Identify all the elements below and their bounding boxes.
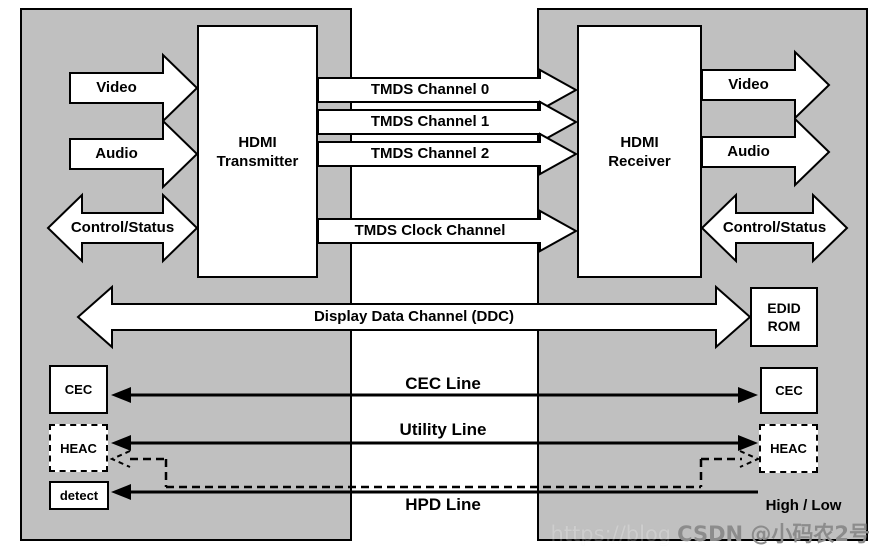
watermark-text: CSDN @小码农2号 <box>677 522 870 546</box>
control-status-sink-arrow <box>700 192 849 264</box>
utility-line-left-arrowhead <box>111 435 131 451</box>
audio-input-label: Audio <box>95 145 138 162</box>
audio-output-label: Audio <box>727 143 770 160</box>
video-input-label: Video <box>96 79 137 96</box>
audio-output-arrow <box>701 116 831 188</box>
cec-line-left-arrowhead <box>111 387 131 403</box>
edid-rom-box: EDID ROM <box>750 287 818 347</box>
tmds-channel-0-arrow <box>317 68 579 112</box>
tmds-channel-1-arrow <box>317 100 579 144</box>
ddc-label: Display Data Channel (DDC) <box>313 308 515 325</box>
hpd-detect-box: detect <box>49 481 109 510</box>
heac-source-box: HEAC <box>49 424 108 472</box>
tmds-clock-channel-arrow <box>317 209 579 253</box>
watermark-url-ghost: https://blog <box>550 522 672 546</box>
hdmi-receiver-box: HDMI Receiver <box>577 25 702 278</box>
hpd-line-label: HPD Line <box>405 495 481 514</box>
tmds-clock-channel-label: TMDS Clock Channel <box>354 222 506 239</box>
hpd-line-left-arrowhead <box>111 484 131 500</box>
hdmi-transmitter-box: HDMI Transmitter <box>197 25 318 278</box>
control-status-source-label: Control/Status <box>70 219 175 236</box>
video-output-label: Video <box>728 76 769 93</box>
cec-source-box: CEC <box>49 365 108 414</box>
tmds-channel-0-label: TMDS Channel 0 <box>370 81 490 98</box>
cec-line-right-arrowhead <box>738 387 758 403</box>
utility-line-right-arrowhead <box>738 435 758 451</box>
hpd-level-label: High / Low <box>765 497 842 514</box>
heac-sink-box: HEAC <box>759 424 818 473</box>
heac-sink-dashed-arrowhead <box>739 450 761 468</box>
cec-line-label: CEC Line <box>405 374 481 393</box>
control-status-sink-label: Control/Status <box>722 219 827 236</box>
tmds-channel-2-arrow <box>317 132 579 176</box>
utility-line-label: Utility Line <box>399 420 487 439</box>
tmds-channel-2-label: TMDS Channel 2 <box>370 145 490 162</box>
audio-input-arrow <box>69 118 199 190</box>
video-output-arrow <box>701 49 831 121</box>
tmds-channel-1-label: TMDS Channel 1 <box>370 113 490 130</box>
video-input-arrow <box>69 52 199 124</box>
cec-sink-box: CEC <box>760 367 818 414</box>
heac-source-dashed-arrowhead <box>109 450 131 468</box>
